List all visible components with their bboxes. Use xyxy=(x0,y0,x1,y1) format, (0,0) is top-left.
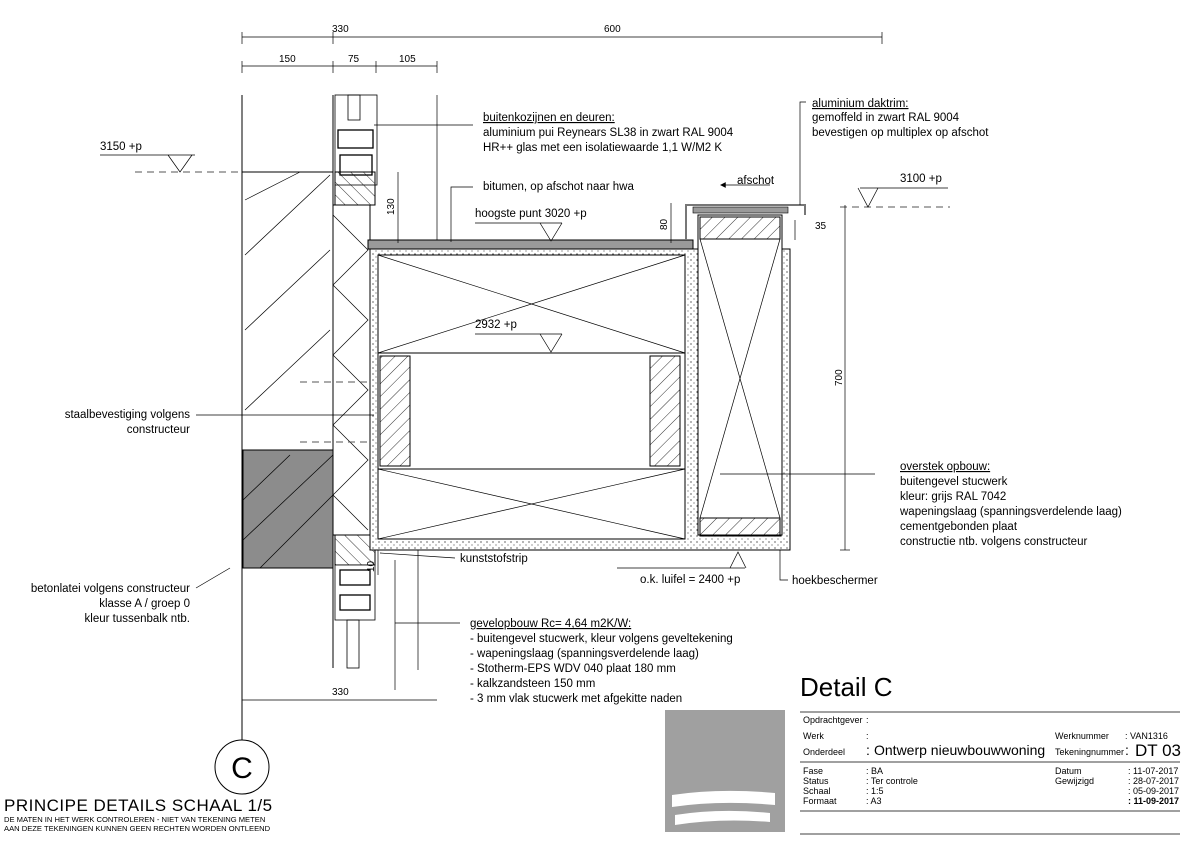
label-daktrim-title: aluminium daktrim: xyxy=(812,98,909,110)
level-soffit: o.k. luifel = 2400 +p xyxy=(640,574,740,586)
level-3150: 3150 +p xyxy=(100,141,142,153)
level-highest: hoogste punt 3020 +p xyxy=(475,208,587,220)
annotations: buitenkozijnen en deuren: aluminium pui … xyxy=(31,98,1122,705)
tb-werknummer-label: Werknummer xyxy=(1055,731,1109,741)
label-gevel-4: - kalkzandsteen 150 mm xyxy=(470,678,595,690)
tb-formaat-label: Formaat xyxy=(803,796,837,806)
dimension-heights: 130 80 35 700 10 330 xyxy=(242,172,850,701)
tb-schaal-value: : 1:5 xyxy=(866,786,884,796)
dim-130: 130 xyxy=(386,198,397,215)
canopy-section xyxy=(367,204,806,551)
label-kozijn-1: aluminium pui Reynears SL38 in zwart RAL… xyxy=(483,127,734,139)
label-gevel-title: gevelopbouw Rc= 4,64 m2K/W: xyxy=(470,618,631,630)
tb-onderdeel-value: Ontwerp nieuwbouwwoning xyxy=(874,742,1045,758)
detail-note-1: DE MATEN IN HET WERK CONTROLEREN - NIET … xyxy=(4,815,265,824)
tb-onderdeel-label: Onderdeel xyxy=(803,747,845,757)
label-overstek-5: constructie ntb. volgens constructeur xyxy=(900,536,1087,548)
dim-330-bottom: 330 xyxy=(332,687,349,698)
tb-tekeningnummer-label: Tekeningnummer xyxy=(1055,747,1124,757)
dim-75: 75 xyxy=(348,54,360,65)
tb-fase-label: Fase xyxy=(803,766,823,776)
label-staal-2: constructeur xyxy=(127,424,190,436)
tb-colon: : xyxy=(1125,742,1129,758)
label-beton-2: klasse A / groep 0 xyxy=(99,598,190,610)
tb-werk-label: Werk xyxy=(803,731,824,741)
arrow-left-icon: ◂ xyxy=(720,179,726,191)
dim-105: 105 xyxy=(399,54,416,65)
dim-600: 600 xyxy=(604,24,621,35)
dim-150: 150 xyxy=(279,54,296,65)
label-hoekbeschermer: hoekbeschermer xyxy=(792,575,878,587)
tb-colon: : xyxy=(866,731,869,741)
level-2932: 2932 +p xyxy=(475,319,517,331)
label-beton-3: kleur tussenbalk ntb. xyxy=(85,613,190,625)
label-bitumen: bitumen, op afschot naar hwa xyxy=(483,181,634,193)
tb-datum-value: : 11-07-2017 xyxy=(1128,766,1178,776)
level-3100: 3100 +p xyxy=(900,173,942,185)
detail-heading: PRINCIPE DETAILS SCHAAL 1/5 xyxy=(4,796,273,815)
label-beton-1: betonlatei volgens constructeur xyxy=(31,583,190,595)
tb-tekeningnummer-value: DT 03 xyxy=(1135,741,1181,760)
label-afschot: afschot xyxy=(737,175,775,187)
label-overstek-3: wapeningslaag (spanningsverdelende laag) xyxy=(899,506,1122,518)
label-daktrim-2: bevestigen op multiplex op afschot xyxy=(812,127,989,139)
tb-gewijzigd-3: : 11-09-2017 xyxy=(1128,796,1179,806)
dim-35: 35 xyxy=(815,221,827,232)
dim-80: 80 xyxy=(659,218,670,230)
tb-werknummer-value: : VAN1316 xyxy=(1125,731,1168,741)
tb-gewijzigd-label: Gewijzigd xyxy=(1055,776,1094,786)
detail-title: Detail C xyxy=(800,672,892,702)
wall-section xyxy=(241,94,438,740)
tb-status-label: Status xyxy=(803,776,829,786)
tb-schaal-label: Schaal xyxy=(803,786,831,796)
tb-gewijzigd-1: : 28-07-2017 xyxy=(1128,776,1179,786)
label-gevel-5: - 3 mm vlak stucwerk met afgekitte naden xyxy=(470,693,682,705)
detail-marker-letter: C xyxy=(231,752,253,785)
dim-10: 10 xyxy=(366,560,377,572)
level-markers: 3150 +p 3100 +p hoogste punt 3020 +p 293… xyxy=(100,141,950,586)
label-overstek-4: cementgebonden plaat xyxy=(900,521,1018,533)
tb-fase-value: : BA xyxy=(866,766,883,776)
dim-700: 700 xyxy=(834,369,845,386)
label-kunststofstrip: kunststofstrip xyxy=(460,553,528,565)
dimension-top: 330 600 150 75 105 xyxy=(241,24,883,73)
tb-status-value: : Ter controle xyxy=(866,776,918,786)
tb-datum-label: Datum xyxy=(1055,766,1082,776)
label-gevel-3: - Stotherm-EPS WDV 040 plaat 180 mm xyxy=(470,663,676,675)
window-frame-top xyxy=(334,94,378,206)
window-frame-bottom xyxy=(334,534,376,669)
title-block: Opdrachtgever : Werk : Onderdeel : Ontwe… xyxy=(665,710,1181,835)
tb-colon: : xyxy=(866,715,869,725)
leader-lines xyxy=(195,101,875,670)
label-overstek-2: kleur: grijs RAL 7042 xyxy=(900,491,1006,503)
label-gevel-2: - wapeningslaag (spanningsverdelende laa… xyxy=(470,648,699,660)
dim-330: 330 xyxy=(332,24,349,35)
label-staal-1: staalbevestiging volgens xyxy=(65,409,191,421)
label-kozijn-title: buitenkozijnen en deuren: xyxy=(483,112,615,124)
label-kozijn-2: HR++ glas met een isolatiewaarde 1,1 W/M… xyxy=(483,142,722,154)
tb-opdrachtgever-label: Opdrachtgever xyxy=(803,715,863,725)
label-daktrim-1: gemoffeld in zwart RAL 9004 xyxy=(812,112,960,124)
tb-gewijzigd-2: : 05-09-2017 xyxy=(1128,786,1179,796)
tb-formaat-value: : A3 xyxy=(866,796,882,806)
label-overstek-title: overstek opbouw: xyxy=(900,461,990,473)
detail-note-2: AAN DEZE TEKENINGEN KUNNEN GEEN RECHTEN … xyxy=(4,824,271,833)
detail-marker: C PRINCIPE DETAILS SCHAAL 1/5 DE MATEN I… xyxy=(4,739,273,833)
tb-colon: : xyxy=(866,742,870,758)
label-gevel-1: - buitengevel stucwerk, kleur volgens ge… xyxy=(470,633,733,645)
label-overstek-1: buitengevel stucwerk xyxy=(900,476,1008,488)
